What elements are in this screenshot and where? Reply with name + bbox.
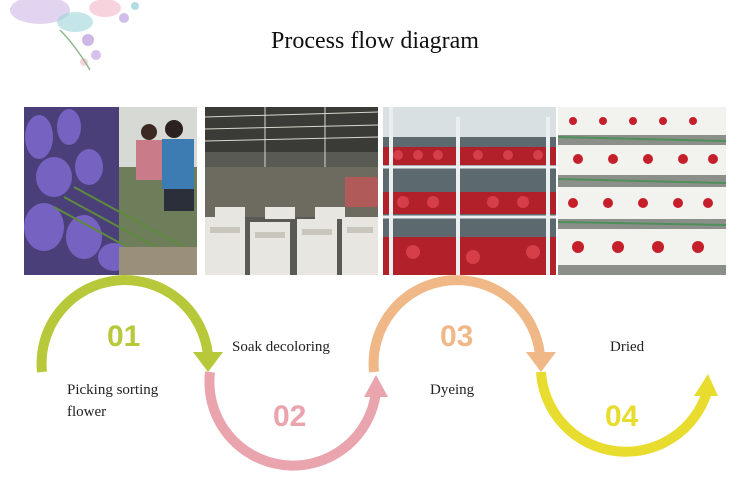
step-03-number: 03 bbox=[440, 320, 474, 353]
step-04-number: 04 bbox=[605, 400, 639, 433]
step-01-number: 01 bbox=[107, 320, 141, 353]
dyeing-racks-photo bbox=[383, 107, 556, 275]
step-03-arrow bbox=[368, 275, 556, 373]
step-04-label: Dried bbox=[610, 339, 645, 355]
floral-decoration bbox=[10, 0, 139, 71]
drying-trays-photo bbox=[558, 107, 731, 275]
lavender-picking-photo bbox=[24, 107, 197, 275]
step-03-label: Dyeing bbox=[430, 382, 475, 398]
step-01-arrow bbox=[36, 275, 223, 373]
page-title: Process flow diagram bbox=[271, 28, 479, 54]
step-02-label: Soak decoloring bbox=[232, 339, 330, 355]
soaking-tanks-photo bbox=[205, 107, 378, 275]
step-04-arrow bbox=[536, 371, 718, 457]
step-01-label: Picking sorting flower bbox=[67, 382, 159, 420]
step-02-number: 02 bbox=[273, 400, 307, 433]
step-02-arrow bbox=[204, 371, 388, 471]
